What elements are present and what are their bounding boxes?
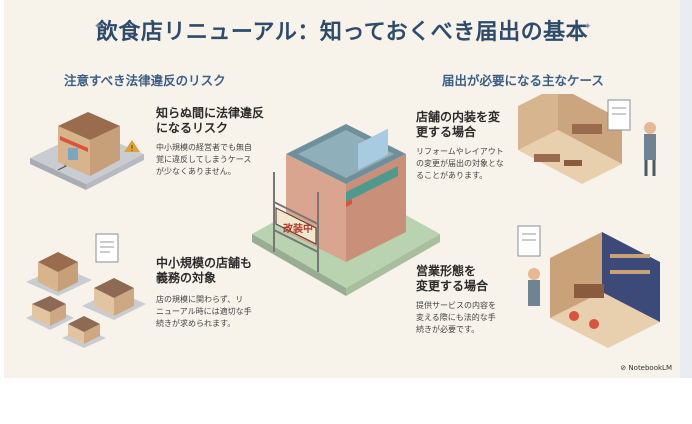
sparkle-icon: · (572, 34, 575, 44)
right-item-2-title-line-2: 変更する場合 (416, 279, 489, 293)
right-item-2-title-line-1: 営業形態を (416, 264, 477, 278)
right-item-2-text-line-3: 続きが必要です。 (416, 325, 480, 334)
left-item-1-text-line-2: 覚に違反してしまうケース (156, 155, 252, 164)
right-item-1-text-line-2: の変更が届出の対象とな (416, 159, 504, 168)
right-item-2-text-line-2: 変える際にも法的な手 (416, 313, 496, 322)
right-item-1-title-line-2: 更する場合 (416, 125, 477, 139)
business-change-illustration (517, 225, 660, 348)
renovation-sign: 改装中 (283, 222, 313, 235)
left-item-2-text-line-1: 店の規模に関わらず、リ (156, 295, 244, 304)
page-title: 飲食店リニューアル：知っておくべき届出の基本 (95, 20, 589, 45)
left-item-1-text-line-1: 中小規模の経営者でも無自 (156, 143, 252, 152)
cracked-shop-illustration: ! (30, 112, 144, 190)
interior-change-illustration (518, 94, 656, 184)
small-shops-illustration (26, 233, 146, 348)
right-edge-strip (680, 0, 692, 378)
logo-icon: ⊘ (620, 364, 629, 372)
right-item-1-text-line-1: リフォームやレイアウト (416, 147, 504, 156)
left-item-1-title-line-2: になるリスク (156, 121, 229, 135)
left-item-2-title-line-2: 義務の対象 (156, 271, 217, 285)
left-item-1-text-line-3: が少なくありません。 (156, 167, 236, 176)
left-item-1-title-line-1: 知らぬ間に法律違反 (156, 106, 265, 120)
right-section-heading: 届出が必要になる主なケース (442, 73, 604, 88)
sparkle-icon: ✦ (584, 22, 592, 32)
infographic-poster: 飲食店リニューアル：知っておくべき届出の基本 ✦ · ✦ · 注意すべき法律違反… (4, 0, 680, 378)
sparkle-icon: · (108, 34, 111, 44)
notebooklm-logo: ⊘ NotebookLM (620, 364, 672, 372)
left-item-2-title-line-1: 中小規模の店舗も (156, 256, 253, 270)
left-item-2-text-line-2: ニューアル時には適切な手 (156, 307, 252, 316)
renovation-shop-illustration: 改装中 (252, 124, 440, 296)
right-item-2-text-line-1: 提供サービスの内容を (416, 301, 496, 310)
svg-text:!: ! (130, 144, 133, 153)
left-section-heading: 注意すべき法律違反のリスク (64, 73, 226, 88)
right-item-1-text-line-3: ることがあります。 (416, 171, 488, 180)
sparkle-icon: ✦ (94, 22, 102, 32)
left-item-2-text-line-3: 続きが求められます。 (156, 319, 236, 328)
right-item-1-title-line-1: 店舗の内装を変 (416, 110, 501, 124)
